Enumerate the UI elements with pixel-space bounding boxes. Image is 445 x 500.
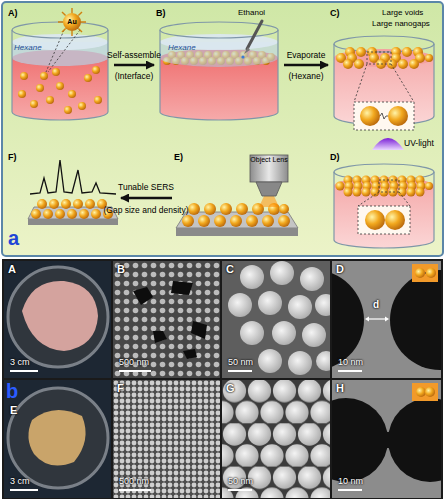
micrograph-tile: H 10 nm	[332, 380, 441, 498]
process-step: A) Hexane Au	[6, 6, 114, 124]
micrograph-tile: D 10 nm d	[332, 261, 441, 378]
panel-letter: b	[6, 379, 18, 403]
micrograph-tile: F 500 nm	[113, 380, 220, 498]
scale-bar-label: 10 nm	[338, 476, 363, 487]
panel-letter: H	[336, 382, 344, 395]
step-letter: A)	[8, 8, 18, 19]
solvent-label: Hexane	[168, 43, 196, 53]
scale-bar-label: 50 nm	[228, 357, 253, 368]
step-annotation: (Interface)	[115, 71, 154, 81]
solvent-label: Hexane	[14, 43, 42, 53]
micrograph-tile: A 3 cm	[4, 261, 111, 378]
particle-label: Au	[67, 18, 76, 26]
step-annotation: Evaporate	[287, 50, 326, 60]
micrograph-tile: E 3 cm	[4, 380, 111, 498]
figure-panel: b A 3 cm B 500 nm C 50 nm D 10 nm dE 3 cm F 500 nm G 5…	[2, 259, 443, 499]
process-step: C) Large voidsLarge nanogaps	[328, 6, 440, 134]
scale-bar-label: 50 nm	[228, 476, 253, 487]
lens-label: Object Lens	[250, 156, 288, 164]
process-step: B) Hexane Ethanol	[154, 6, 284, 124]
scale-bar-label: 500 nm	[119, 476, 149, 487]
scale-bar-label: 3 cm	[10, 357, 30, 368]
flow-arrow	[284, 64, 328, 67]
scale-bar-label: 500 nm	[119, 357, 149, 368]
process-step: F)	[6, 150, 121, 246]
gap-label: d	[373, 299, 379, 311]
step-annotation: (Hexane)	[289, 71, 324, 81]
scale-bar-label: 10 nm	[338, 357, 363, 368]
step-annotation: Self-assemble	[107, 50, 161, 60]
flow-arrow	[121, 197, 172, 200]
step-letter: D)	[330, 152, 340, 163]
micrograph-tile: C 50 nm	[222, 261, 330, 378]
step-letter: E)	[174, 152, 183, 163]
panel-letter: A	[8, 263, 16, 276]
step-letter: C)	[330, 8, 340, 19]
step-letter: B)	[156, 8, 166, 19]
panel-letter: a	[8, 226, 19, 250]
micrograph-tile: G 50 nm	[222, 380, 330, 498]
flow-arrow	[114, 64, 154, 67]
process-step: E) Object Lens	[172, 150, 302, 246]
figure-panel: a A) Hexane Au B) Hexane Ethanol C) Large voidsL…	[2, 2, 443, 256]
step-annotation: (Gap size and density)	[103, 205, 188, 215]
step-annotation: Tunable SERS	[118, 182, 174, 192]
panel-letter: D	[336, 263, 344, 276]
panel-letter: C	[226, 263, 234, 276]
process-step: D)	[328, 150, 440, 250]
micrograph-tile: B 500 nm	[113, 261, 220, 378]
scale-bar-label: 3 cm	[10, 476, 30, 487]
note-label: Large nanogaps	[372, 19, 430, 29]
step-annotation: UV-light	[404, 138, 434, 148]
panel-letter: E	[10, 404, 17, 417]
panel-letter: F	[117, 382, 124, 395]
panel-letter: B	[117, 263, 125, 276]
note-label: Large voids	[382, 8, 423, 18]
panel-letter: G	[226, 382, 235, 395]
reagent-label: Ethanol	[238, 8, 265, 18]
step-letter: F)	[8, 152, 17, 163]
